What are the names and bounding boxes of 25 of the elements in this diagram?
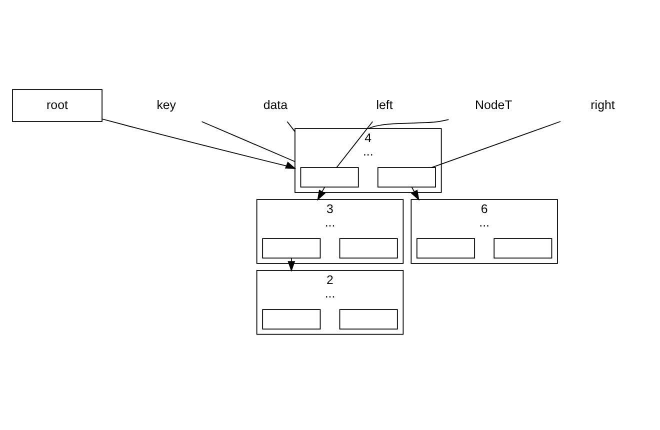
connector — [336, 120, 374, 168]
connector — [286, 120, 296, 132]
node-text: data — [263, 97, 288, 112]
arrow — [410, 186, 420, 200]
cluster: 2 ... — [256, 270, 404, 334]
connector — [201, 120, 296, 162]
node-box — [262, 238, 321, 258]
node-box — [262, 308, 321, 329]
node-text: right — [590, 97, 615, 112]
arrow — [102, 118, 296, 168]
node-box — [416, 238, 476, 258]
connector — [368, 118, 450, 129]
cluster: 6 ... — [410, 198, 558, 264]
node-box: root — [12, 88, 102, 122]
node-box — [377, 166, 436, 188]
node-text: NodeT — [475, 97, 512, 112]
node-box — [300, 166, 359, 188]
node-box — [339, 238, 398, 258]
node-text: left — [376, 97, 393, 112]
connector — [431, 120, 561, 168]
node-text: key — [156, 97, 176, 112]
arrow — [288, 257, 296, 272]
arrow — [317, 186, 326, 200]
node-box — [494, 238, 552, 258]
node-box — [339, 308, 398, 329]
